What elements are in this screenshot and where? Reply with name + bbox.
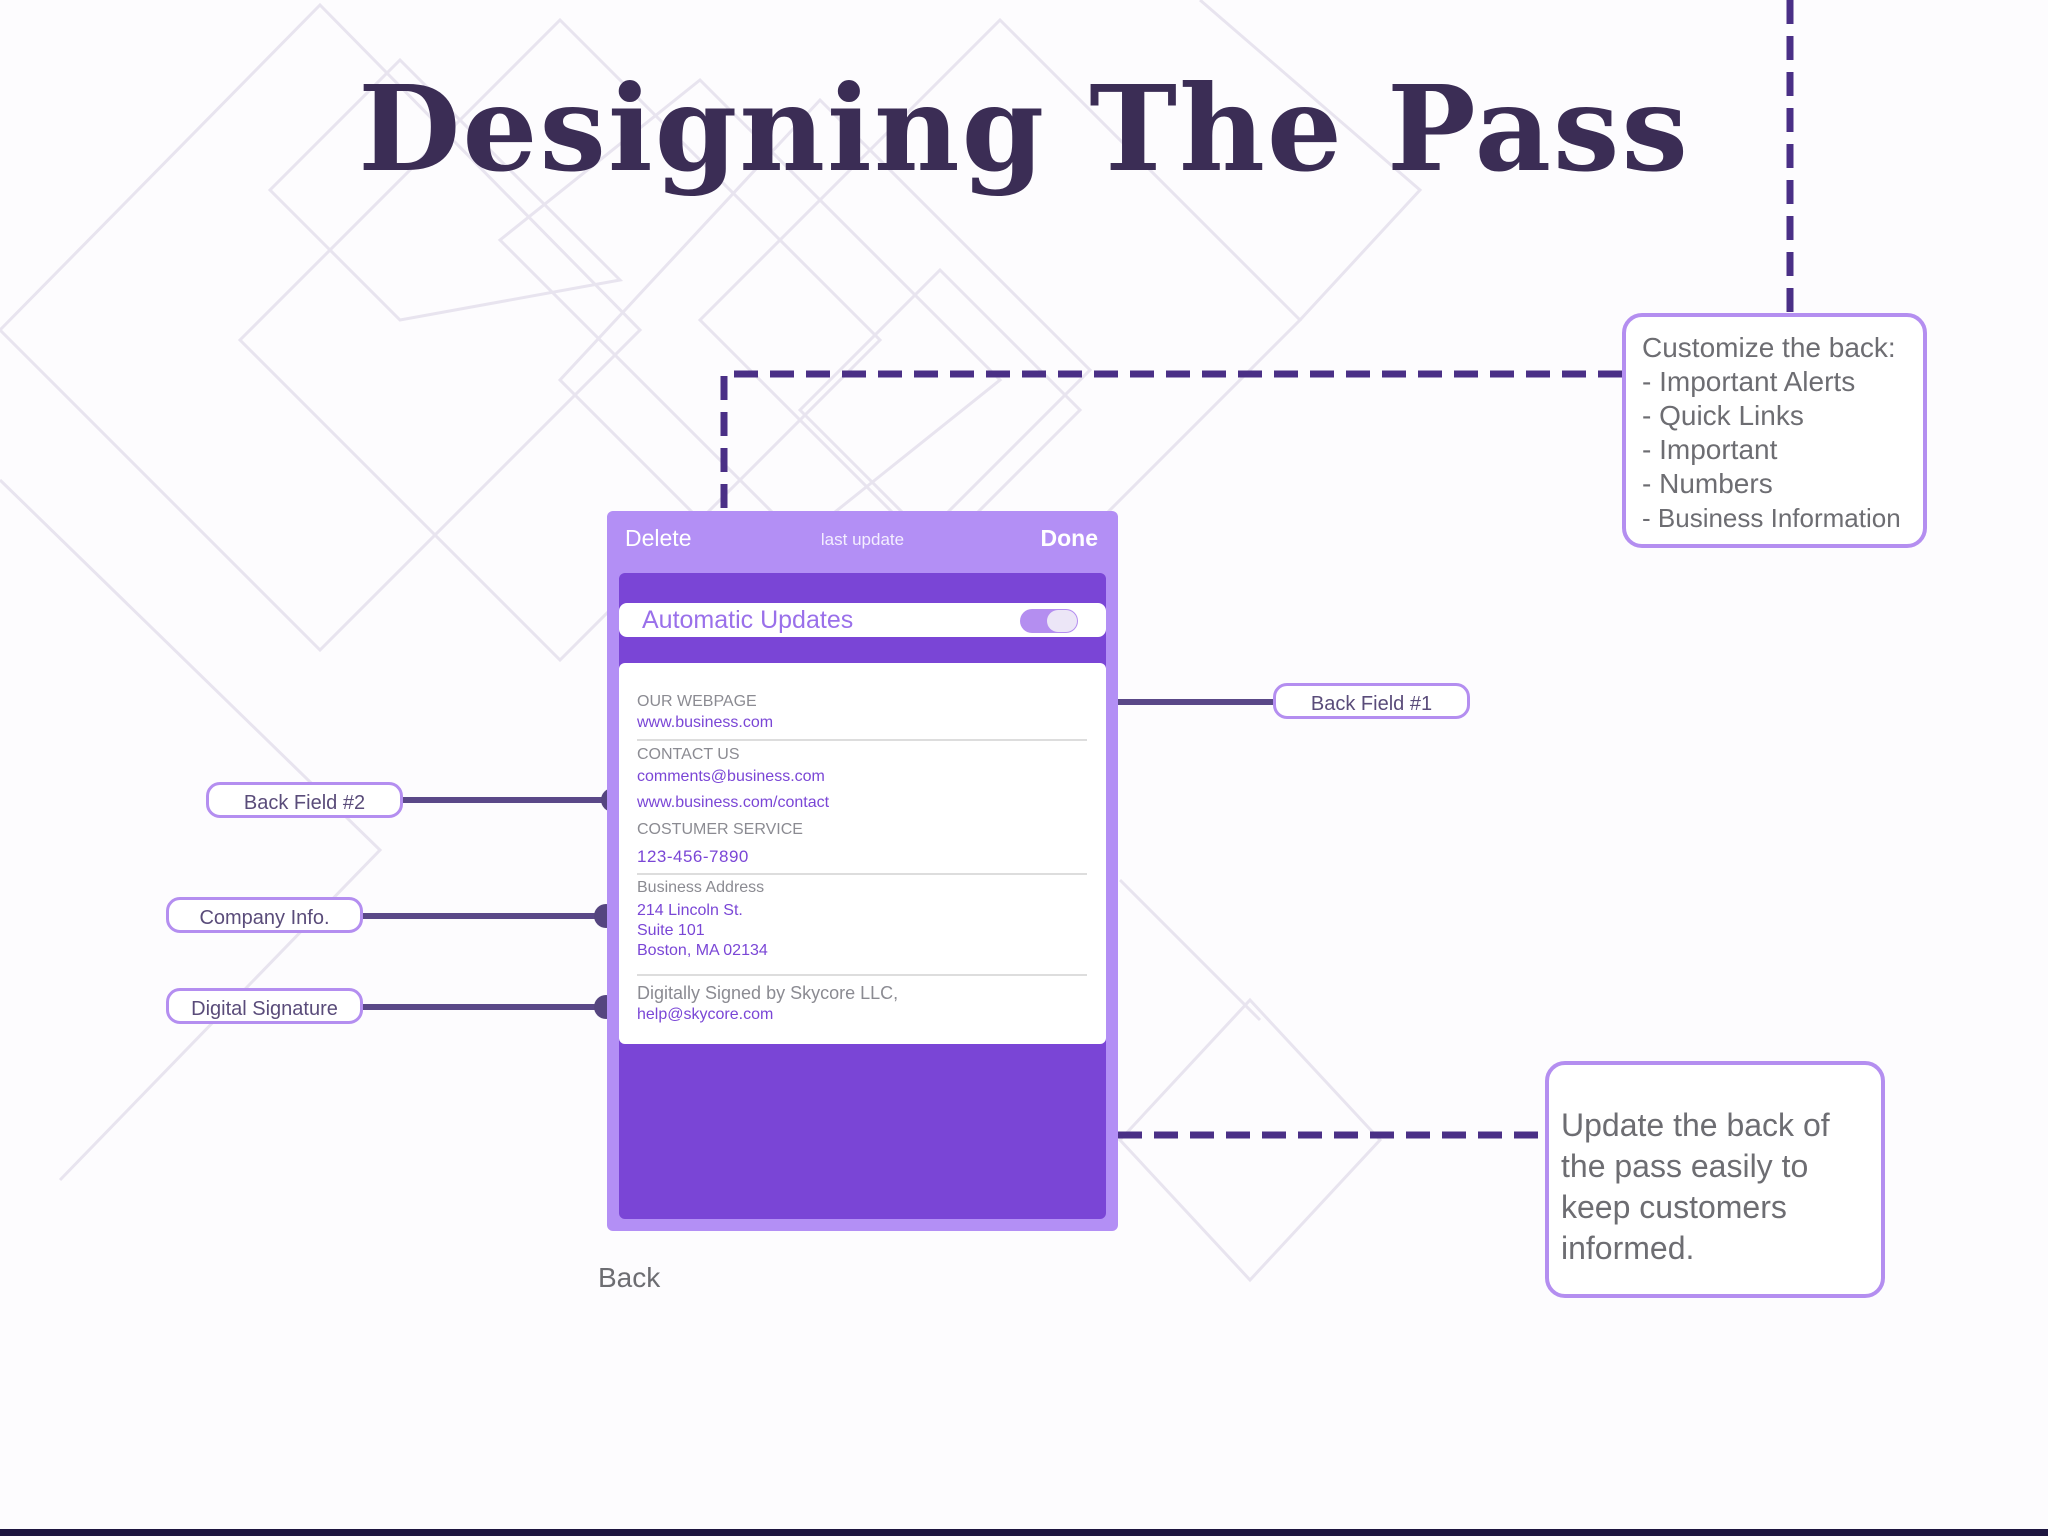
label-back-field-1: Back Field #1 [1273, 683, 1470, 719]
pass-back-mockup: Delete last update Done Automatic Update… [607, 511, 1118, 1231]
service-phone-link[interactable]: 123-456-7890 [637, 847, 749, 866]
list-item: Business Information [1642, 501, 1907, 535]
contact-url-link[interactable]: www.business.com/contact [637, 794, 830, 811]
divider [637, 974, 1087, 976]
address-line-2: Suite 101 [637, 922, 705, 939]
label-back-field-2: Back Field #2 [206, 782, 403, 818]
back-fields-card: OUR WEBPAGE www.business.com CONTACT US … [619, 663, 1106, 1044]
webpage-label: OUR WEBPAGE [637, 693, 757, 710]
label-company-info: Company Info. [166, 897, 363, 933]
webpage-link[interactable]: www.business.com [637, 714, 774, 731]
callout-customize-list: Important Alerts Quick Links Important N… [1642, 365, 1907, 535]
signed-email-link[interactable]: help@skycore.com [637, 1006, 774, 1023]
address-label: Business Address [637, 879, 765, 896]
delete-button[interactable]: Delete [625, 525, 692, 551]
callout-customize: Customize the back: Important Alerts Qui… [1622, 313, 1927, 548]
contact-email-link[interactable]: comments@business.com [637, 768, 825, 785]
automatic-updates-row: Automatic Updates [619, 603, 1106, 637]
signed-label: Digitally Signed by Skycore LLC, [637, 983, 899, 1003]
service-label: COSTUMER SERVICE [637, 821, 803, 838]
list-item: Quick Links [1642, 399, 1907, 433]
list-item: Important Alerts [1642, 365, 1907, 399]
pass-body: Automatic Updates OUR WEBPAGE www.busine… [619, 573, 1106, 1219]
label-digital-signature: Digital Signature [166, 988, 363, 1024]
list-item: Numbers [1642, 467, 1907, 501]
pass-header: Delete last update Done [607, 511, 1118, 571]
last-update-text: last update [820, 530, 905, 549]
caption-back: Back [598, 1262, 661, 1293]
callout-update-text: Update the back of the pass easily to ke… [1561, 1107, 1830, 1266]
automatic-updates-toggle[interactable] [1020, 609, 1078, 633]
address-line-3: Boston, MA 02134 [637, 942, 768, 959]
list-item: Important [1642, 433, 1907, 467]
done-button[interactable]: Done [1040, 525, 1099, 551]
divider [637, 873, 1087, 875]
bottom-bar [0, 1529, 2048, 1536]
page-title: Designing The Pass [358, 59, 1690, 198]
callout-update: Update the back of the pass easily to ke… [1545, 1061, 1885, 1298]
divider [637, 739, 1087, 741]
address-line-1: 214 Lincoln St. [637, 902, 743, 919]
toggle-knob [1047, 610, 1077, 632]
contact-label: CONTACT US [637, 746, 740, 763]
callout-customize-heading: Customize the back: [1642, 332, 1896, 363]
automatic-updates-label: Automatic Updates [642, 606, 854, 634]
dashed-connector-customize [720, 370, 1622, 511]
